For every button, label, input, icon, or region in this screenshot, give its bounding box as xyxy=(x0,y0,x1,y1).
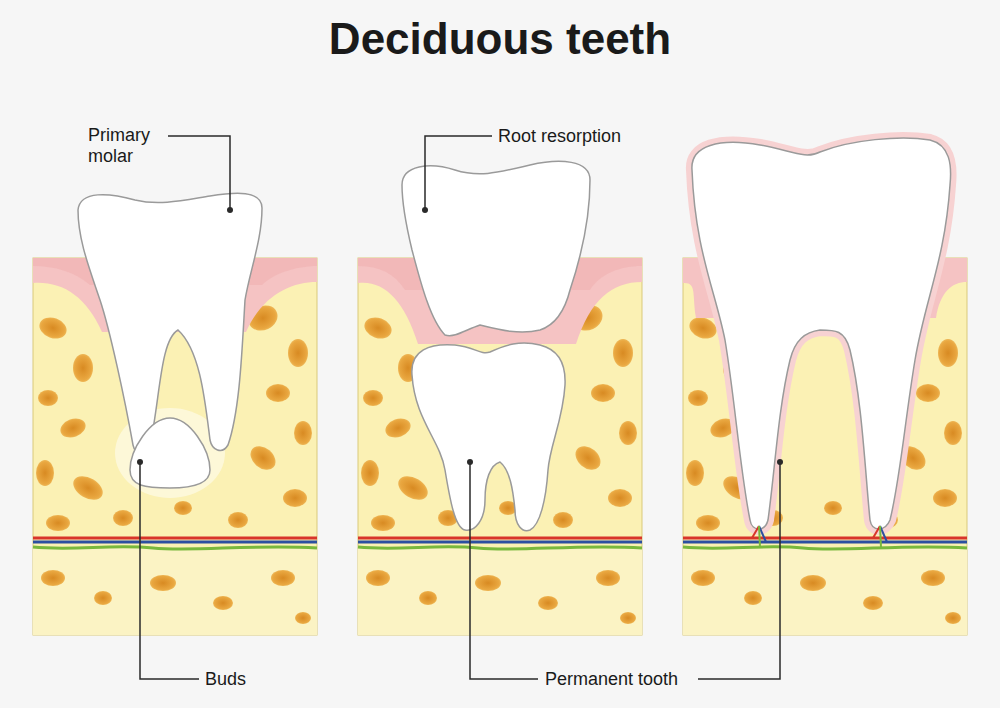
permanent-molar xyxy=(692,138,951,529)
root-vessels xyxy=(752,526,887,547)
leader-dots xyxy=(137,459,143,465)
tooth-bud xyxy=(130,418,210,488)
root-vessels xyxy=(873,526,880,538)
leader-lines xyxy=(470,462,538,679)
resorbing-molar xyxy=(402,161,590,335)
bone-panel xyxy=(361,301,637,624)
primary-molar xyxy=(78,193,262,452)
bone-panel xyxy=(358,541,642,544)
leader-dots xyxy=(777,459,783,465)
leader-lines xyxy=(698,462,780,679)
bone-panel xyxy=(358,537,642,540)
bone-panel xyxy=(358,547,642,549)
bone-panel xyxy=(36,301,312,624)
leader-dots xyxy=(467,459,473,465)
bone-panel xyxy=(683,547,967,549)
leader-dots xyxy=(137,207,783,465)
part-label: Root resorption xyxy=(498,126,621,147)
bone-panel xyxy=(361,301,637,624)
root-vessels xyxy=(759,526,760,547)
part-label: Buds xyxy=(205,669,246,690)
root-vessels xyxy=(752,526,759,538)
leader-lines xyxy=(168,136,230,210)
leader-lines xyxy=(140,462,199,679)
bone-panel xyxy=(33,541,317,544)
leader-lines xyxy=(140,136,780,679)
bone-panel xyxy=(33,537,317,540)
bone-panel xyxy=(36,301,312,624)
bone-panel xyxy=(33,548,317,635)
root-vessels xyxy=(880,526,881,547)
part-label: Permanent tooth xyxy=(545,669,678,690)
bone-panel xyxy=(683,541,967,544)
part-label: Primary molar xyxy=(88,125,166,167)
periodontal-ligament xyxy=(692,138,951,529)
bone-panel xyxy=(33,547,317,549)
bone-panel xyxy=(358,548,642,635)
leader-dots xyxy=(422,207,428,213)
leader-lines xyxy=(425,136,492,210)
permanent-tooth xyxy=(412,343,565,531)
bone-panel xyxy=(683,548,967,635)
bone-panel xyxy=(683,537,967,540)
title: Deciduous teeth xyxy=(329,14,671,64)
leader-dots xyxy=(227,207,233,213)
